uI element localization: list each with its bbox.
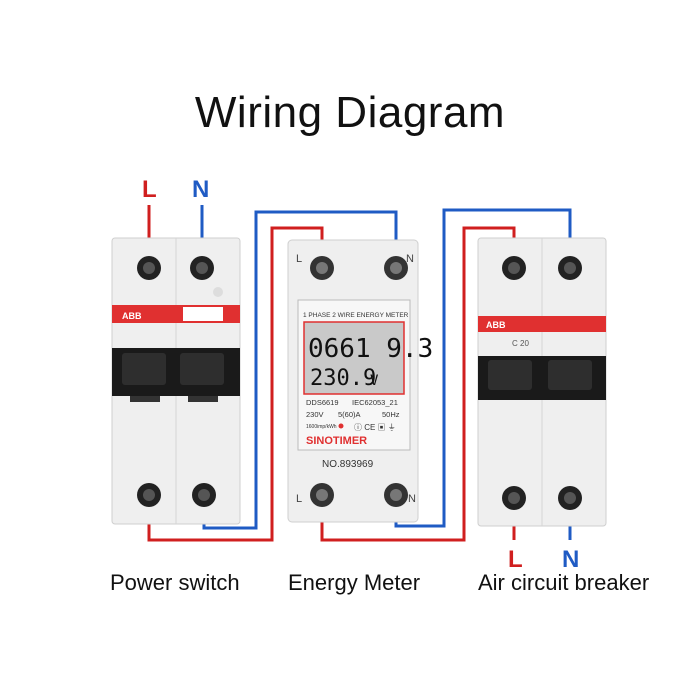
meter-serial: NO.893969 — [322, 459, 374, 470]
caption-air-circuit-breaker: Air circuit breaker — [478, 570, 650, 595]
meter-voltage: 230V — [306, 410, 324, 419]
caption-energy-meter: Energy Meter — [288, 570, 421, 595]
meter-model: DDS6619 — [306, 398, 339, 407]
label-neutral-output: N — [562, 546, 580, 573]
brand-abb-left: ABB — [122, 311, 142, 321]
wire-live-meter-to-breaker — [320, 226, 516, 542]
meter-reading-main: 0661 9.3 — [308, 334, 433, 364]
meter-label-l-bottom: L — [296, 493, 302, 505]
meter-frequency: 50Hz — [382, 410, 400, 419]
meter-voltage-unit: V — [370, 373, 379, 389]
meter-imp: 1600imp/kWh — [306, 424, 337, 430]
meter-label-n-top: N — [406, 253, 414, 265]
breaker-rating: C 20 — [512, 339, 529, 348]
pulse-led-icon — [338, 423, 344, 429]
meter-label-n-bottom: N — [408, 493, 416, 505]
meter-brand: SINOTIMER — [306, 435, 367, 447]
energy-meter-device: L N 1 PHASE 2 WIRE ENERGY METER 0661 9.3… — [287, 239, 433, 523]
label-neutral-input: N — [192, 176, 210, 203]
wire-live-switch-to-meter — [147, 226, 324, 542]
meter-header: 1 PHASE 2 WIRE ENERGY METER — [303, 312, 409, 319]
caption-power-switch: Power switch — [110, 570, 240, 595]
label-live-output: L — [508, 546, 523, 573]
meter-reading-voltage: 230.9 — [310, 366, 376, 391]
meter-label-l-top: L — [296, 253, 302, 265]
page-title: Wiring Diagram — [194, 88, 506, 137]
meter-current: 5(60)A — [338, 410, 361, 419]
brand-abb-right: ABB — [486, 320, 506, 330]
label-live-input: L — [142, 176, 157, 203]
certification-marks-icon: ⓘ CE ▣ ⏚ — [354, 423, 396, 432]
meter-standard: IEC62053_21 — [352, 398, 398, 407]
power-switch-device: ABB — [111, 237, 241, 525]
air-circuit-breaker-device: ABB C 20 — [477, 237, 607, 527]
